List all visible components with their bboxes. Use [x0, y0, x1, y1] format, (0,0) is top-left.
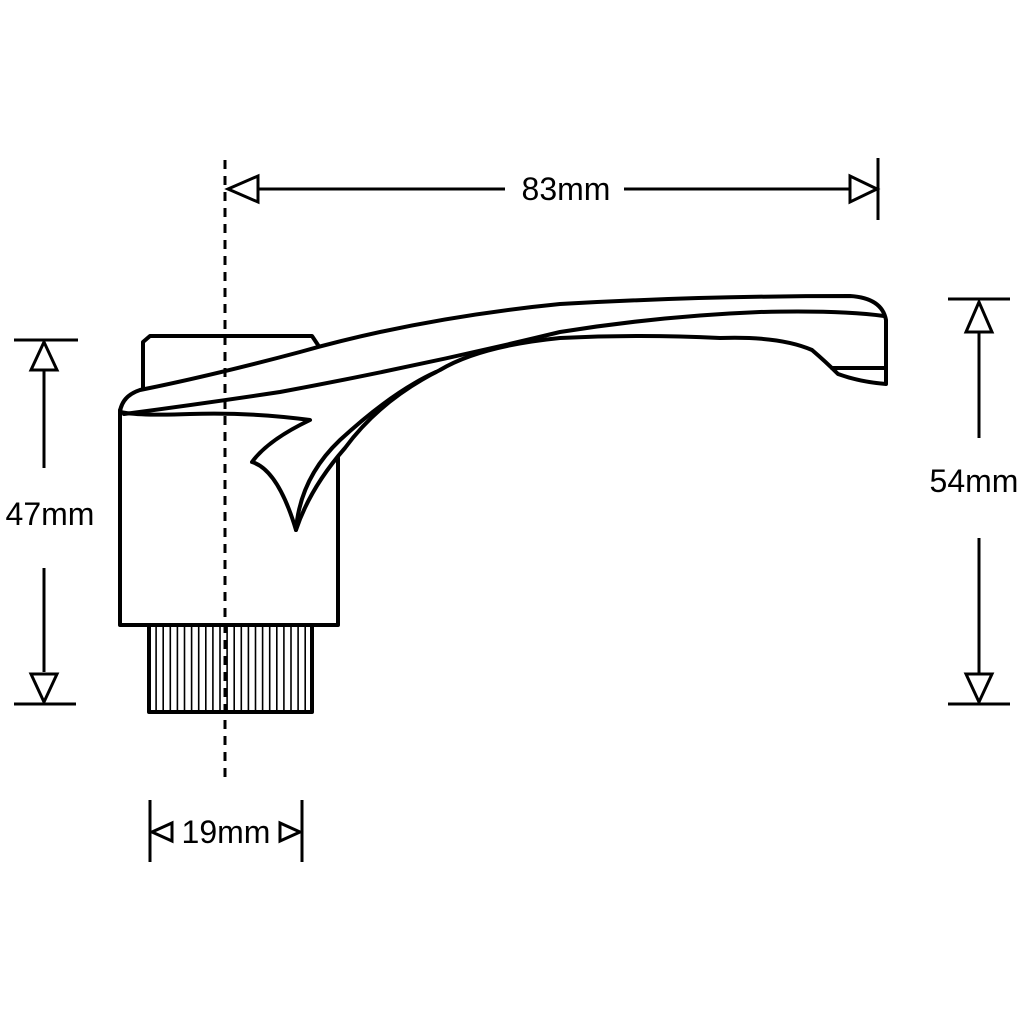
- knurl-pattern: [155, 627, 307, 710]
- right-height-label: 54mm: [930, 463, 1019, 499]
- left-height-dimension: [14, 338, 78, 706]
- width-arrow-left: [224, 173, 260, 205]
- clamping-lever-part: [118, 294, 888, 714]
- base-width-dimension: [148, 800, 304, 862]
- right-height-arrow-top: [963, 298, 995, 334]
- base-width-arrow-right: [278, 820, 304, 844]
- right-height-dimension: [948, 297, 1010, 706]
- lever-arm-outline: [118, 294, 888, 532]
- right-height-arrow-bottom: [963, 672, 995, 706]
- left-height-label: 47mm: [6, 496, 95, 532]
- width-arrow-right: [848, 173, 881, 205]
- lever-arm-crease: [122, 309, 886, 416]
- base-width-arrow-left: [148, 820, 174, 844]
- left-height-arrow-bottom: [28, 672, 60, 706]
- width-dimension-label: 83mm: [522, 171, 611, 207]
- width-dimension: [224, 158, 881, 220]
- base-width-label: 19mm: [182, 814, 271, 850]
- knurled-bush: [147, 623, 314, 714]
- left-height-arrow-top: [28, 338, 60, 372]
- lever-arm-underside: [294, 370, 438, 532]
